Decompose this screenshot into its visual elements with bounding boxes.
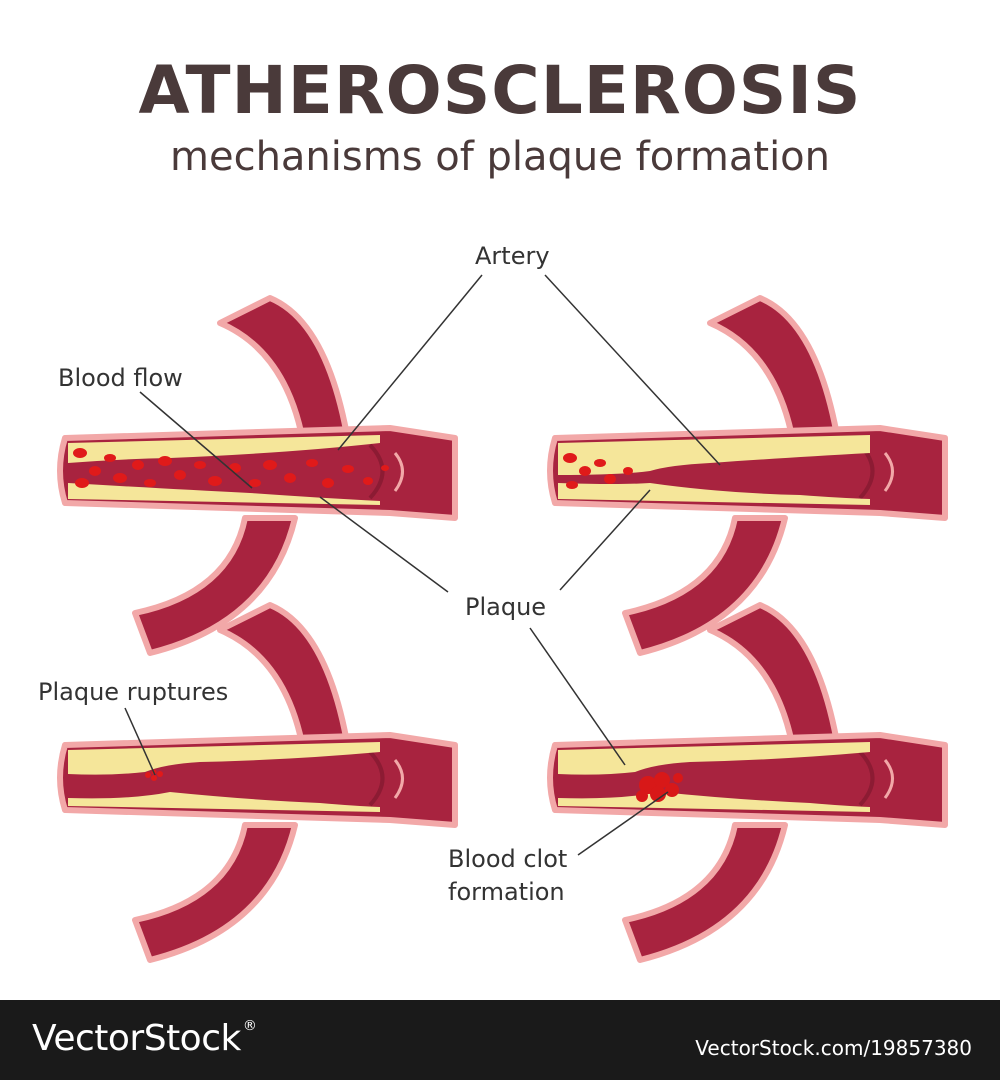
blood-clot-label-line2: formation [448, 878, 565, 906]
artery-label: Artery [475, 242, 550, 270]
panel-blood-flow [60, 298, 455, 653]
blood-clot-label-line1: Blood clot [448, 845, 567, 873]
image-id: VectorStock.com/19857380 [695, 1036, 972, 1060]
atherosclerosis-diagram: Artery Blood flow Plaque Plaque ruptures… [0, 0, 1000, 1000]
plaque-label: Plaque [465, 593, 546, 621]
watermark-footer: VectorStock® VectorStock.com/19857380 [0, 1000, 1000, 1080]
registered-mark: ® [243, 1018, 257, 1034]
panel-blood-clot [550, 605, 945, 960]
brand-name: VectorStock [32, 1018, 241, 1059]
blood-flow-label: Blood flow [58, 364, 183, 392]
brand-logo: VectorStock® [32, 1018, 256, 1059]
panel-narrowed-artery [550, 298, 945, 653]
panel-plaque-ruptures [60, 605, 455, 960]
plaque-ruptures-label: Plaque ruptures [38, 678, 228, 706]
